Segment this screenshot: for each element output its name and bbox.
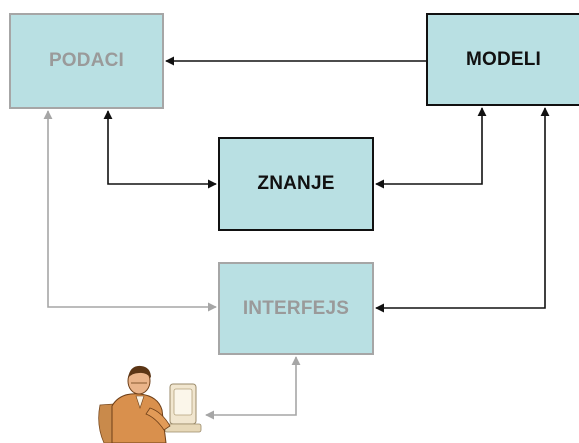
arrow-modeli-interfejs xyxy=(375,107,550,313)
node-modeli: MODELI xyxy=(426,13,579,106)
node-znanje: ZNANJE xyxy=(218,137,374,231)
arrow-podaci-znanje xyxy=(103,110,217,189)
node-podaci-label: PODACI xyxy=(48,50,125,71)
arrow-podaci-interfejs xyxy=(43,110,217,312)
arrow-interfejs-user xyxy=(205,356,301,420)
node-interfejs-label: INTERFEJS xyxy=(242,297,350,319)
node-podaci: PODACI xyxy=(9,13,164,109)
person-at-computer-icon xyxy=(98,365,202,443)
node-modeli-label: MODELI xyxy=(465,48,542,70)
arrow-modeli-znanje xyxy=(375,107,487,189)
node-interfejs: INTERFEJS xyxy=(218,262,374,355)
node-znanje-label: ZNANJE xyxy=(257,173,335,194)
